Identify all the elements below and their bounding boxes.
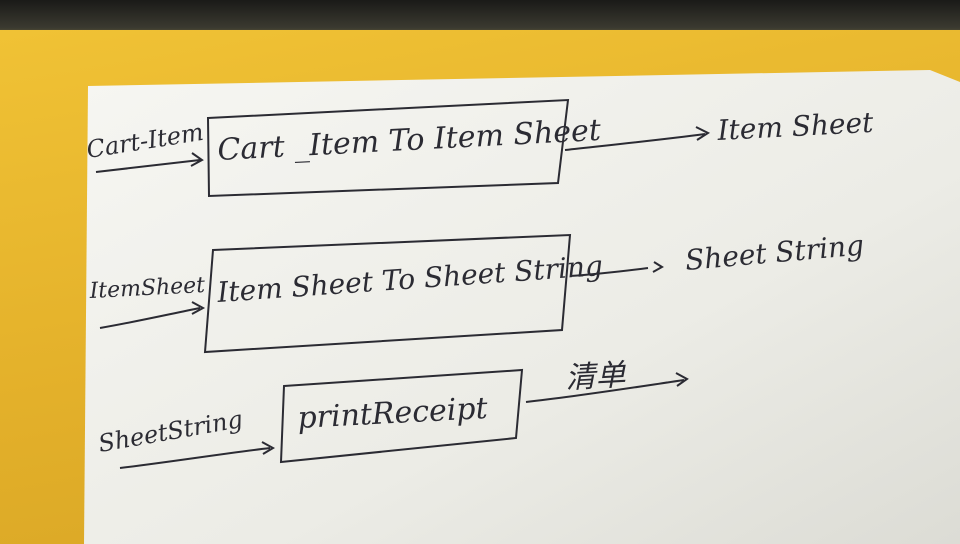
process-box-2 [203, 233, 572, 354]
output-arrow-3 [525, 372, 689, 403]
input-arrow-1 [95, 152, 204, 173]
output-arrow-1 [564, 126, 711, 151]
process-box-1 [206, 98, 570, 198]
paper-background [84, 70, 960, 544]
process-box-3 [279, 368, 524, 464]
output-label-item-sheet: Item Sheet [716, 106, 875, 147]
output-arrow-2 [569, 261, 664, 277]
output-label-qingdan: 清单 [565, 358, 628, 396]
input-label-itemsheet: ItemSheet [88, 273, 206, 304]
input-arrow-3 [119, 441, 276, 469]
input-arrow-2 [99, 301, 206, 329]
